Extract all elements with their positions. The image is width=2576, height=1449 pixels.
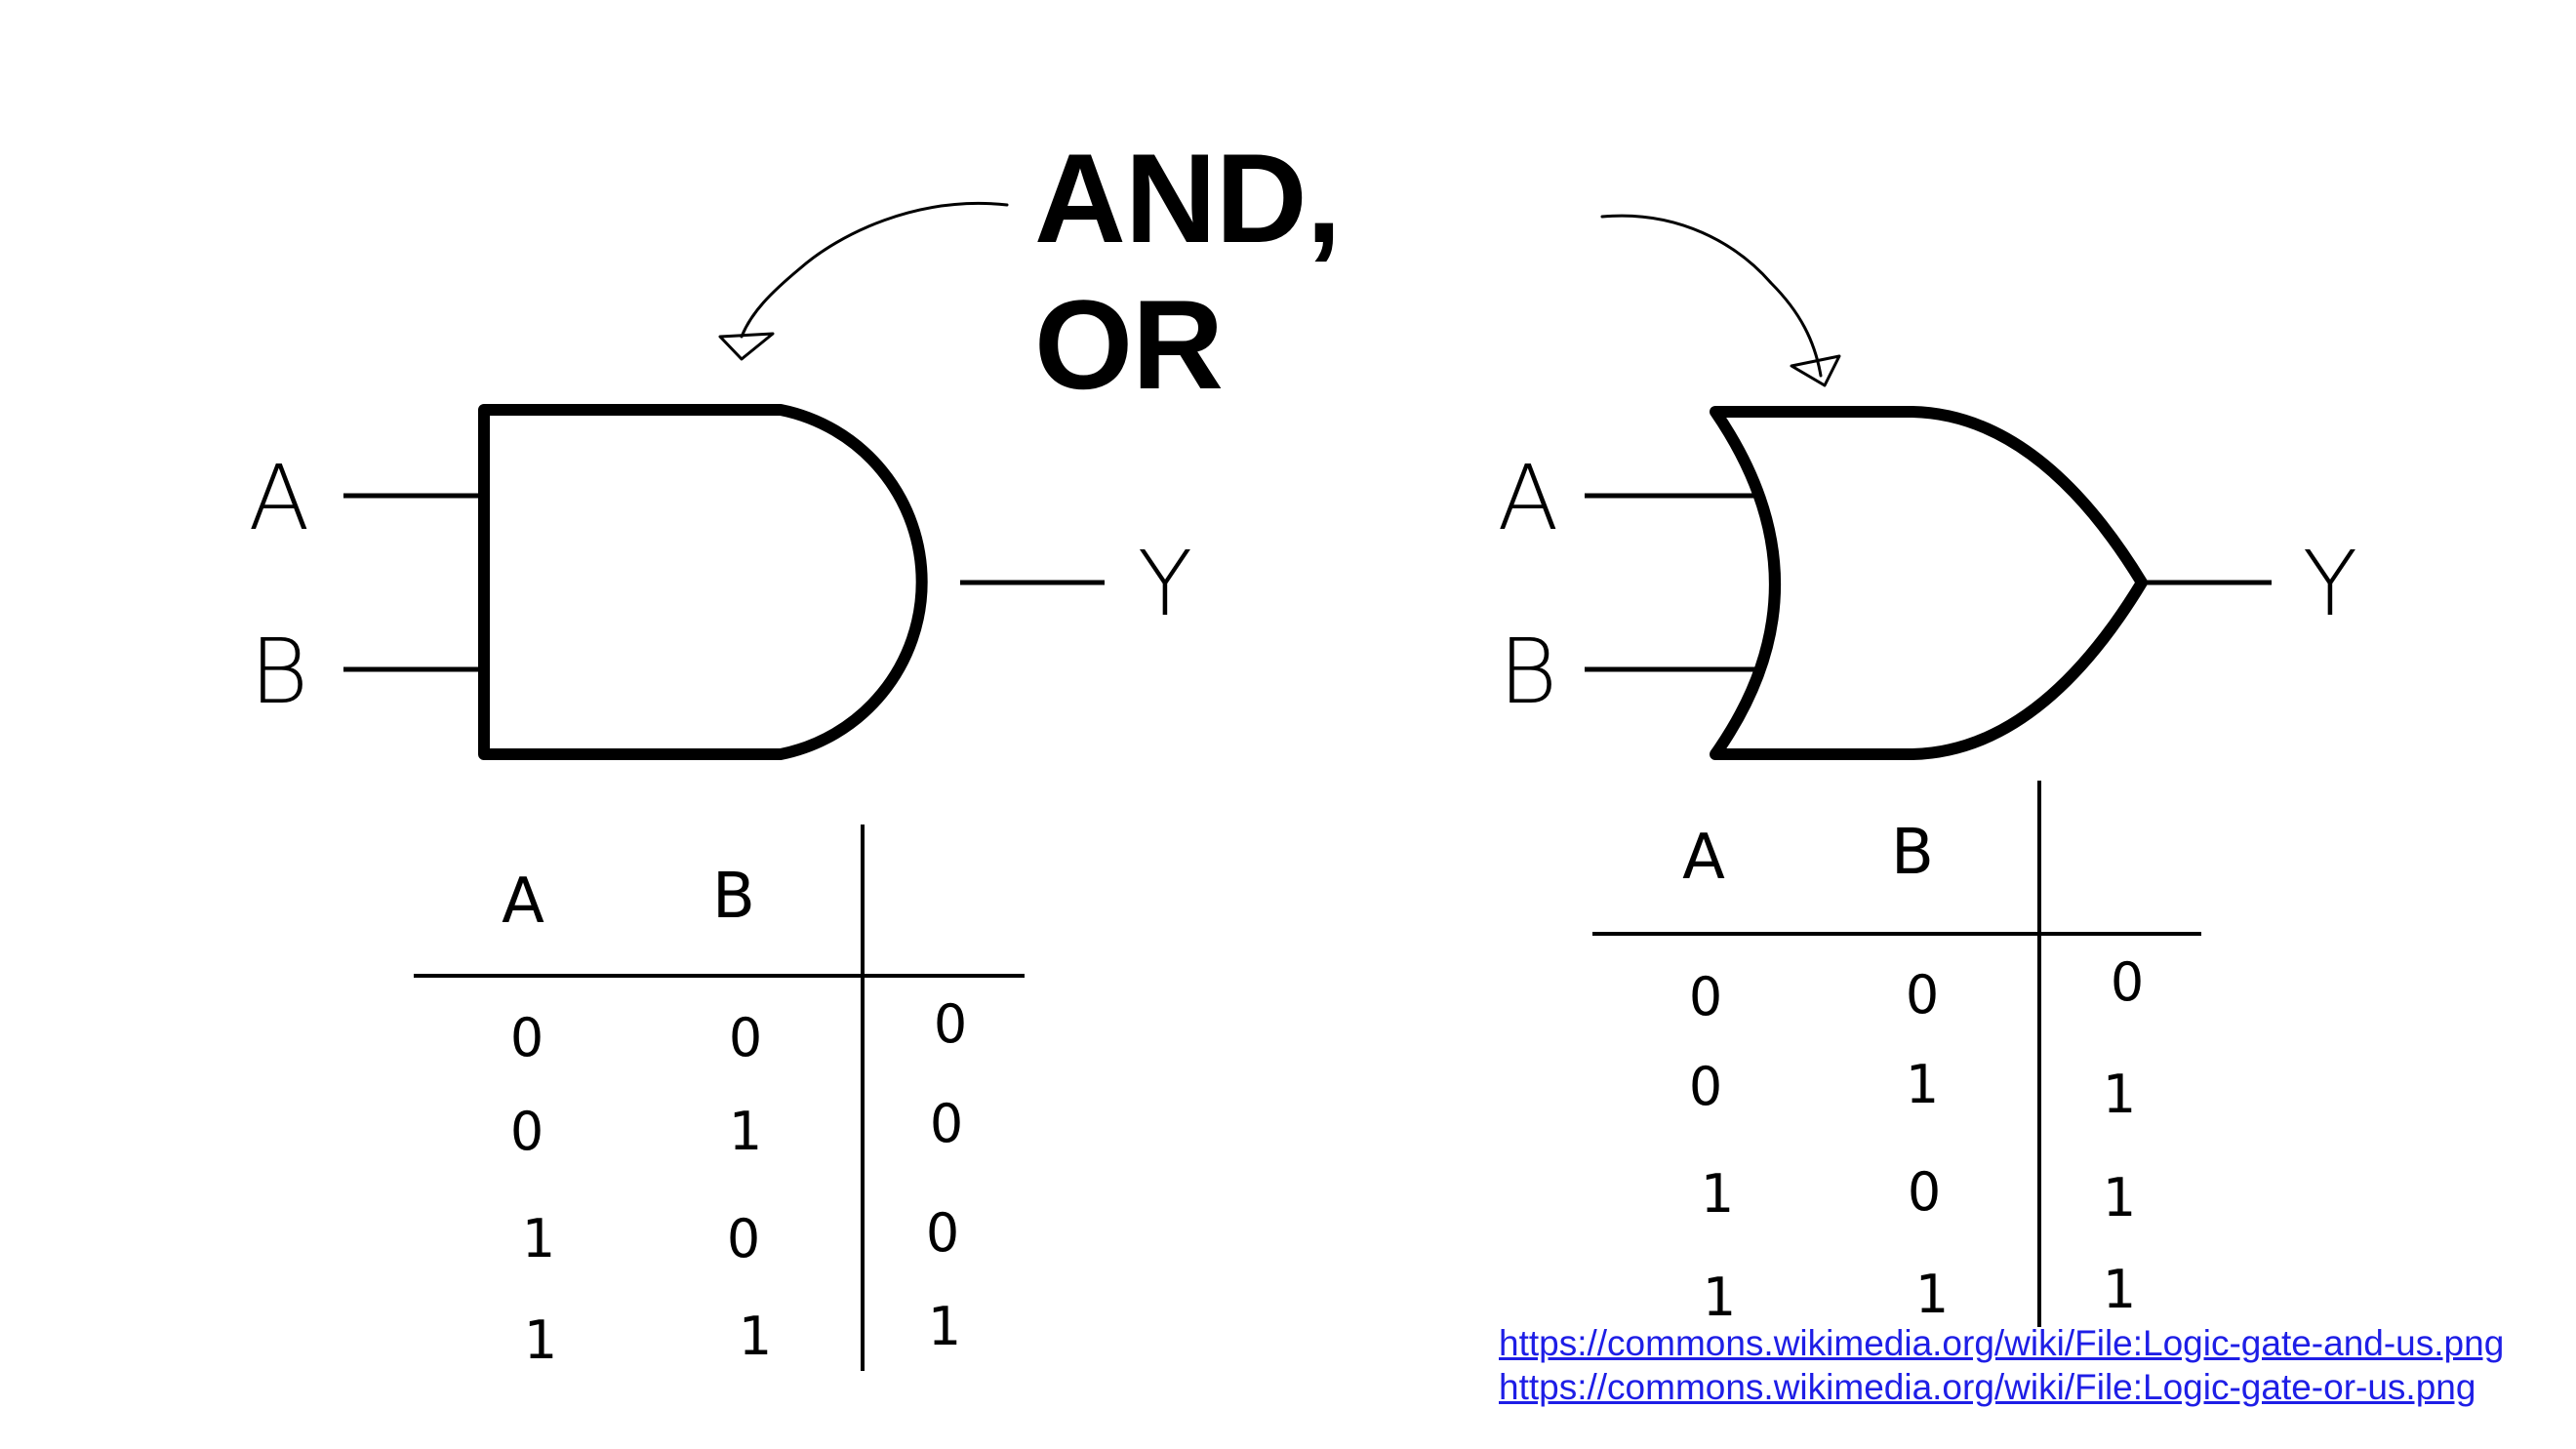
and-cell-r2-a: 0 <box>510 1101 543 1162</box>
and-cell-r4-b: 1 <box>739 1306 772 1367</box>
diagram-title: AND, OR <box>1034 127 1342 416</box>
source-links: https://commons.wikimedia.org/wiki/File:… <box>1499 1321 2504 1409</box>
and-gate-source-link[interactable]: https://commons.wikimedia.org/wiki/File:… <box>1499 1323 2505 1363</box>
or-cell-r1-b: 0 <box>1906 964 1939 1026</box>
or-gate-source-link[interactable]: https://commons.wikimedia.org/wiki/File:… <box>1499 1367 2476 1407</box>
or-gate-body <box>1710 406 2148 760</box>
or-cell-r1-a: 0 <box>1689 966 1722 1027</box>
or-input-b-label: B <box>1499 620 1557 724</box>
and-cell-r3-b: 0 <box>727 1208 760 1269</box>
or-truth-table: A B 0 0 0 0 1 1 1 0 1 1 1 1 <box>1592 781 2201 1328</box>
or-cell-r4-y: 1 <box>2103 1259 2136 1320</box>
and-cell-r4-a: 1 <box>524 1309 557 1371</box>
or-cell-r3-a: 1 <box>1701 1163 1734 1225</box>
and-input-a-label: A <box>249 446 310 550</box>
and-cell-r1-b: 0 <box>729 1007 762 1068</box>
arrow-to-and-gate <box>740 201 1009 339</box>
or-input-a-label: A <box>1498 446 1559 550</box>
and-cell-r3-a: 1 <box>522 1208 555 1269</box>
or-cell-r2-y: 1 <box>2103 1064 2136 1125</box>
and-cell-r4-y: 1 <box>928 1296 961 1357</box>
or-cell-r2-a: 0 <box>1689 1056 1722 1117</box>
or-cell-r4-a: 1 <box>1703 1267 1736 1328</box>
and-output-label: Y <box>1138 532 1192 636</box>
or-cell-r4-b: 1 <box>1915 1264 1949 1325</box>
and-cell-r1-a: 0 <box>510 1007 543 1068</box>
and-cell-r2-b: 1 <box>729 1101 762 1162</box>
arrow-head-or <box>1790 354 1841 387</box>
and-input-b-label: B <box>250 620 308 724</box>
and-cell-r1-y: 0 <box>934 993 967 1055</box>
arrow-head-and <box>718 332 775 361</box>
and-table-header-a: A <box>502 865 544 938</box>
or-gate: A B Y <box>1498 406 2357 760</box>
and-truth-table: A B 0 0 0 0 1 0 1 0 0 1 1 1 <box>414 825 1025 1371</box>
or-table-header-b: B <box>1891 817 1934 889</box>
or-cell-r1-y: 0 <box>2111 951 2144 1013</box>
or-cell-r2-b: 1 <box>1906 1054 1939 1115</box>
or-output-label: Y <box>2303 532 2357 636</box>
and-cell-r3-y: 0 <box>926 1202 959 1264</box>
and-cell-r2-y: 0 <box>930 1093 963 1154</box>
arrow-to-or-gate <box>1600 214 1823 378</box>
and-gate-body <box>478 404 928 760</box>
or-table-header-a: A <box>1682 822 1725 894</box>
and-gate: A B Y <box>249 404 1192 760</box>
or-cell-r3-b: 0 <box>1908 1161 1941 1223</box>
and-table-header-b: B <box>712 861 755 933</box>
or-cell-r3-y: 1 <box>2103 1167 2136 1228</box>
